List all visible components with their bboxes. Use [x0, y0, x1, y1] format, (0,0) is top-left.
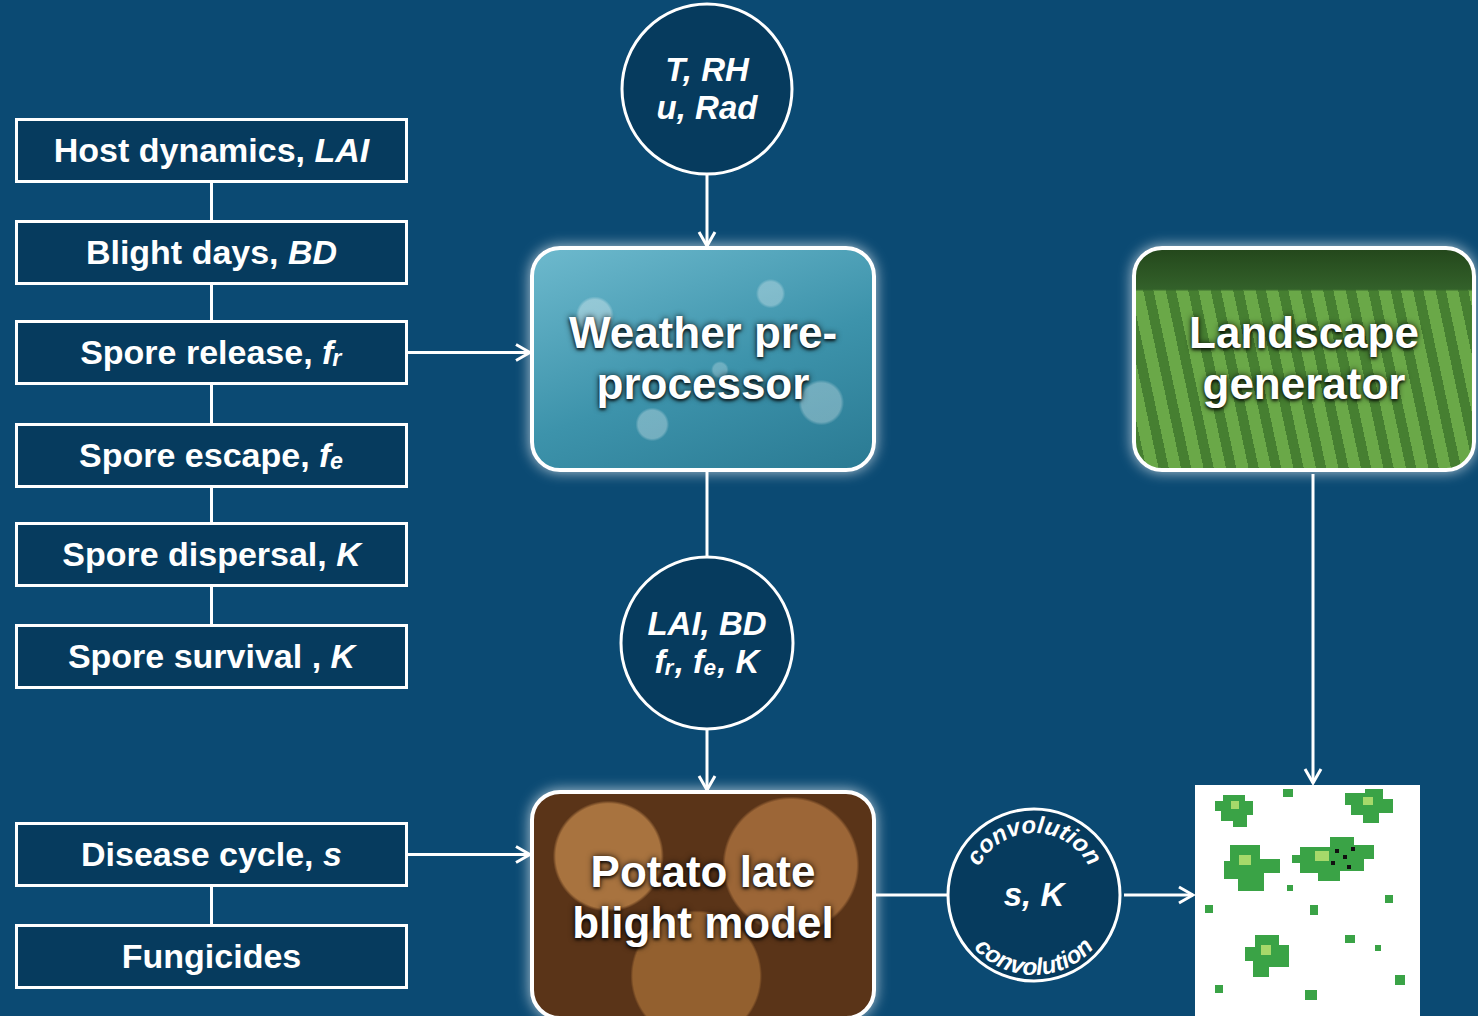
connector — [210, 587, 213, 624]
arc-label: convolution — [970, 932, 1098, 980]
process-box: Host dynamics, LAI — [15, 118, 408, 183]
circle-shape — [622, 4, 792, 174]
circle-label: T, RH u, Rad — [653, 51, 762, 127]
module-label: Potato late blight model — [548, 847, 858, 948]
connector — [210, 385, 213, 423]
variable-symbol: s — [323, 835, 342, 873]
process-box: Disease cycle, s — [15, 822, 408, 887]
connector — [876, 894, 947, 897]
variable-symbol: K — [331, 637, 356, 675]
module-label: Landscape generator — [1150, 308, 1458, 409]
landscape-map — [1195, 785, 1420, 1016]
variable-symbol: fᵣ — [322, 333, 343, 371]
connector — [210, 285, 213, 320]
process-box: Fungicides — [15, 924, 408, 989]
process-box: Spore release, fᵣ — [15, 320, 408, 385]
arc-text: convolution — [970, 932, 1098, 980]
label-part: Disease cycle, — [81, 835, 323, 873]
box-label: Fungicides — [122, 937, 301, 976]
circle-shape — [948, 809, 1120, 981]
arc-text: convolution — [960, 811, 1108, 870]
box-label: Disease cycle, s — [81, 835, 342, 874]
label-part: Blight days, — [86, 233, 288, 271]
process-box: Blight days, BD — [15, 220, 408, 285]
map-arrow — [1312, 474, 1315, 783]
box-label: Spore dispersal, K — [62, 535, 361, 574]
label-part: Spore escape, — [79, 436, 319, 474]
process-box: Spore escape, fₑ — [15, 423, 408, 488]
map-arrow — [1124, 894, 1193, 897]
circle-label: s, K — [1004, 876, 1065, 914]
connector — [210, 887, 213, 924]
label-part: Spore release, — [80, 333, 322, 371]
module-label: Weather pre-processor — [548, 308, 858, 409]
variable-symbol: K — [336, 535, 361, 573]
label-part: Host dynamics, — [54, 131, 315, 169]
data-circle: convolution convolution s, K — [946, 807, 1122, 983]
connector — [210, 488, 213, 522]
connector — [408, 853, 530, 856]
process-box: Spore survival , K — [15, 624, 408, 689]
label-part: Spore dispersal, — [62, 535, 336, 573]
arc-label: convolution — [960, 811, 1108, 870]
data-circle: LAI, BD fᵣ, fₑ, K — [619, 555, 795, 731]
variable-symbol: LAI — [314, 131, 369, 169]
process-box: Spore dispersal, K — [15, 522, 408, 587]
connector — [706, 175, 709, 246]
connector — [408, 351, 530, 354]
data-circle: T, RH u, Rad — [620, 2, 794, 176]
module-box: Landscape generator — [1132, 246, 1476, 472]
variable-symbol: fₑ — [319, 436, 344, 474]
box-label: Host dynamics, LAI — [54, 131, 370, 170]
module-box: Potato late blight model — [530, 790, 876, 1016]
circle-label: LAI, BD fᵣ, fₑ, K — [642, 605, 773, 681]
connector — [706, 472, 709, 556]
box-label: Spore escape, fₑ — [79, 436, 344, 475]
connector — [706, 730, 709, 790]
module-box: Weather pre-processor — [530, 246, 876, 472]
connector — [210, 183, 213, 220]
box-label: Spore survival , K — [68, 637, 355, 676]
label-part: Spore survival , — [68, 637, 331, 675]
circle-shape — [621, 557, 793, 729]
variable-symbol: BD — [288, 233, 337, 271]
box-label: Blight days, BD — [86, 233, 337, 272]
box-label: Spore release, fᵣ — [80, 333, 343, 372]
